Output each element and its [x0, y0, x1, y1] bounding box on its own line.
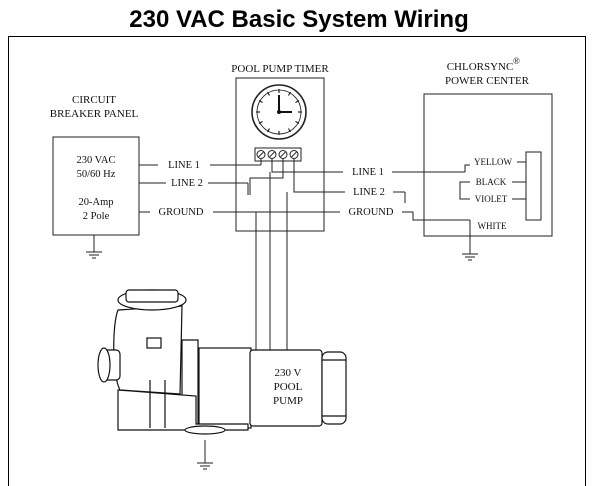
ground-icon: [86, 251, 102, 259]
wire-label-white: WHITE: [478, 221, 507, 231]
breaker-frequency: 50/60 Hz: [77, 169, 116, 180]
pool-pump-icon: [97, 289, 347, 435]
pump-label-line3: PUMP: [273, 395, 303, 407]
wire-label-black: BLACK: [476, 177, 507, 187]
wire-label-line2-left: LINE 2: [171, 178, 203, 189]
wire-label-violet: VIOLET: [475, 194, 508, 204]
ground-icon: [197, 462, 213, 470]
clock-icon: [251, 84, 307, 140]
ground-icon: [462, 253, 478, 261]
wires: [93, 159, 526, 463]
diagram-frame: [8, 36, 586, 486]
timer-box: [235, 77, 325, 232]
wire-label-line1-left: LINE 1: [168, 160, 200, 171]
wire-label-ground-left: GROUND: [159, 207, 204, 218]
power-center-box: [423, 93, 553, 237]
breaker-amperage: 20-Amp: [79, 197, 114, 208]
wire-label-line2-right: LINE 2: [353, 187, 385, 198]
power-center-label-line2: POWER CENTER: [445, 75, 530, 87]
timer-label: POOL PUMP TIMER: [231, 63, 329, 75]
wire-label-line1-right: LINE 1: [352, 167, 384, 178]
power-center-label-line1: CHLORSYNC: [447, 61, 514, 73]
breaker-label-line2: BREAKER PANEL: [50, 108, 139, 120]
breaker-poles: 2 Pole: [83, 211, 110, 222]
breaker-label-line1: CIRCUIT: [72, 94, 116, 106]
pump-label-line2: POOL: [274, 381, 303, 393]
timer-terminal-strip: [254, 147, 302, 162]
wire-label-yellow: YELLOW: [474, 157, 512, 167]
breaker-voltage: 230 VAC: [76, 155, 115, 166]
wire-label-ground-right: GROUND: [349, 207, 394, 218]
pump-label-line1: 230 V: [275, 367, 302, 379]
diagram-title: 230 VAC Basic System Wiring: [129, 6, 469, 33]
breaker-panel-box: [52, 136, 140, 236]
trademark-symbol: ®: [513, 56, 520, 66]
power-center-terminal-block: [525, 151, 542, 221]
